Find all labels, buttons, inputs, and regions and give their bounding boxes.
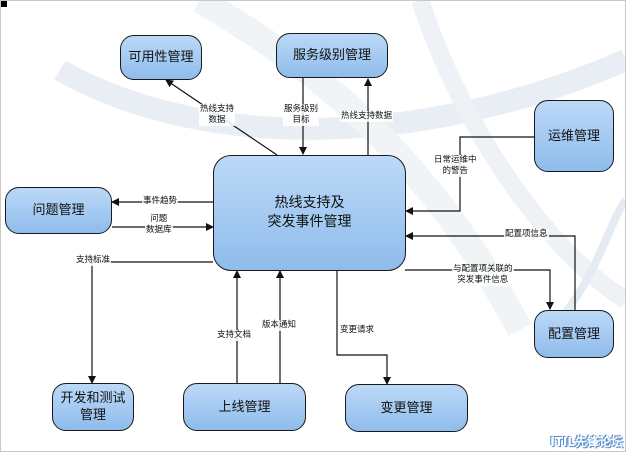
node-service-level-management[interactable]: 服务级别管理 — [276, 33, 388, 78]
arrow-center-to-change — [336, 271, 391, 385]
background-swoosh — [556, 197, 626, 323]
label-problem-database: 问题 数据库 — [145, 214, 173, 236]
label-change-request: 变更请求 — [339, 325, 376, 336]
label-support-standard: 支持标准 — [75, 255, 112, 266]
label-hotline-support-data-left: 热线支持 数据 — [199, 104, 236, 126]
arrow-config-to-center — [405, 232, 576, 312]
node-problem-management[interactable]: 问题管理 — [5, 187, 112, 234]
corner-mark — [0, 0, 7, 7]
node-hotline-support-incident-management[interactable]: 热线支持及 突发事件管理 — [213, 155, 406, 271]
node-configuration-management[interactable]: 配置管理 — [534, 310, 614, 358]
watermark-logo: ITIL先锋论坛 — [550, 435, 623, 449]
node-availability-management[interactable]: 可用性管理 — [120, 35, 202, 80]
label-incident-trend: 事件趋势 — [142, 196, 179, 207]
label-ci-related-incidents: 与配置项关联的 突发事件信息 — [452, 264, 514, 286]
node-dev-test-management[interactable]: 开发和测试 管理 — [52, 383, 134, 431]
label-release-notice: 版本通知 — [261, 320, 298, 331]
arrow-center-to-devtest — [88, 261, 213, 384]
node-operations-management[interactable]: 运维管理 — [534, 100, 614, 172]
background-swoosh — [54, 49, 626, 140]
node-release-management[interactable]: 上线管理 — [183, 383, 306, 431]
background-swoosh — [411, 0, 626, 308]
label-support-docs: 支持文档 — [216, 330, 253, 341]
label-hotline-support-data-right: 热线支持数据 — [340, 111, 394, 122]
label-daily-ops-warning: 日常运维中 的警告 — [433, 155, 478, 177]
label-ci-info: 配置项信息 — [504, 229, 549, 240]
node-change-management[interactable]: 变更管理 — [345, 384, 468, 432]
label-sla-goal: 服务级别 目标 — [283, 104, 320, 126]
